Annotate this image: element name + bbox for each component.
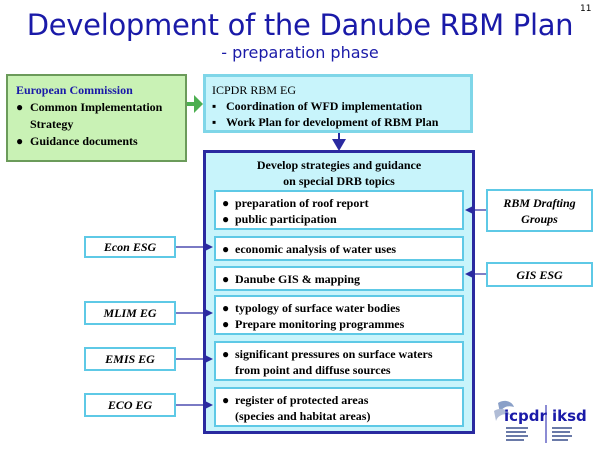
- icpdr-to-main-arrow: [332, 133, 346, 151]
- european-commission-box: European Commission ● Common Implementat…: [6, 74, 187, 162]
- icpdr-title: ICPDR RBM EG: [212, 83, 297, 97]
- task-line: preparation of roof report: [235, 196, 369, 210]
- ec-bullet-item: ● Common Implementation Strategy: [16, 99, 179, 133]
- page-number: 11: [580, 4, 592, 14]
- gis-connector-arrow: [465, 270, 486, 278]
- rbm-drafting-label-line: RBM Drafting: [503, 195, 576, 210]
- task-line: public participation: [235, 212, 337, 226]
- bullet-icon: ●: [222, 301, 230, 315]
- strategies-heading-line: on special DRB topics: [283, 174, 395, 188]
- task-line: register of protected areas: [235, 393, 369, 407]
- econ-connector-arrow: [176, 243, 213, 251]
- strategies-heading: Develop strategies and guidance on speci…: [203, 157, 475, 189]
- ec-to-icpdr-arrow: [187, 95, 203, 113]
- bullet-icon: ●: [16, 134, 24, 148]
- task-box-roof-report: ● preparation of roof report ● public part…: [214, 190, 464, 230]
- icpdr-bullet-item: ▪ Work Plan for development of RBM Plan: [212, 114, 464, 130]
- emis-connector-arrow: [176, 355, 213, 363]
- task-line: from point and diffuse sources: [235, 363, 391, 377]
- task-line: typology of surface water bodies: [235, 301, 401, 315]
- gis-esg-box: GIS ESG: [486, 262, 593, 287]
- rbm-drafting-groups-box: RBM Drafting Groups: [486, 189, 593, 232]
- task-box-protected-areas: ● register of protected areas (species an…: [214, 387, 464, 427]
- mlim-connector-arrow: [176, 309, 213, 317]
- icpdr-item-label: Coordination of WFD implementation: [226, 99, 423, 113]
- icpdr-iksd-logo: icpdr iksd: [490, 397, 596, 447]
- square-bullet-icon: ▪: [212, 115, 217, 129]
- task-box-typology: ● typology of surface water bodies ● Prepa…: [214, 295, 464, 335]
- bullet-icon: ●: [222, 196, 230, 210]
- european-commission-title: European Commission: [16, 83, 133, 97]
- mlim-eg-label: MLIM EG: [103, 306, 157, 320]
- eco-connector-arrow: [176, 401, 213, 409]
- bullet-icon: ●: [222, 317, 230, 331]
- emis-eg-box: EMIS EG: [84, 347, 176, 371]
- eco-eg-box: ECO EG: [84, 393, 176, 417]
- ec-bullet-item: ● Guidance documents: [16, 133, 179, 150]
- page-title: Development of the Danube RBM Plan: [26, 8, 574, 42]
- gis-esg-label: GIS ESG: [516, 267, 563, 282]
- logo-word-icpdr: icpdr: [504, 407, 547, 425]
- drafting-connector-arrow: [465, 206, 486, 214]
- task-box-pressures: ● significant pressures on surface waters…: [214, 341, 464, 381]
- square-bullet-icon: ▪: [212, 99, 217, 113]
- task-line: significant pressures on surface waters: [235, 347, 433, 361]
- task-box-economic-analysis: ● economic analysis of water uses: [214, 236, 464, 261]
- bullet-icon: ●: [222, 272, 230, 286]
- bullet-icon: ●: [16, 100, 24, 114]
- bullet-icon: ●: [222, 393, 230, 407]
- eco-eg-label: ECO EG: [107, 398, 153, 412]
- icpdr-bullet-item: ▪ Coordination of WFD implementation: [212, 98, 464, 114]
- task-line: Prepare monitoring programmes: [235, 317, 405, 331]
- econ-esg-label: Econ ESG: [103, 240, 157, 254]
- task-line: (species and habitat areas): [235, 409, 371, 423]
- logo-word-iksd: iksd: [552, 407, 587, 425]
- bullet-icon: ●: [222, 347, 230, 361]
- ec-item-label: Common Implementation Strategy: [30, 100, 163, 131]
- icpdr-box: ICPDR RBM EG ▪ Coordination of WFD imple…: [203, 74, 473, 133]
- strategies-heading-line: Develop strategies and guidance: [256, 158, 422, 172]
- bullet-icon: ●: [222, 212, 230, 226]
- mlim-eg-box: MLIM EG: [84, 301, 176, 325]
- logo-graphic: [494, 400, 572, 443]
- task-box-gis-mapping: ● Danube GIS & mapping: [214, 266, 464, 291]
- page-subtitle: - preparation phase: [221, 43, 379, 62]
- icpdr-item-label: Work Plan for development of RBM Plan: [226, 115, 439, 129]
- ec-item-label: Guidance documents: [30, 134, 138, 148]
- task-line: Danube GIS & mapping: [235, 272, 361, 286]
- bullet-icon: ●: [222, 242, 230, 256]
- task-line: economic analysis of water uses: [235, 242, 397, 256]
- emis-eg-label: EMIS EG: [105, 352, 155, 366]
- rbm-drafting-label-line: Groups: [521, 211, 558, 226]
- econ-esg-box: Econ ESG: [84, 236, 176, 258]
